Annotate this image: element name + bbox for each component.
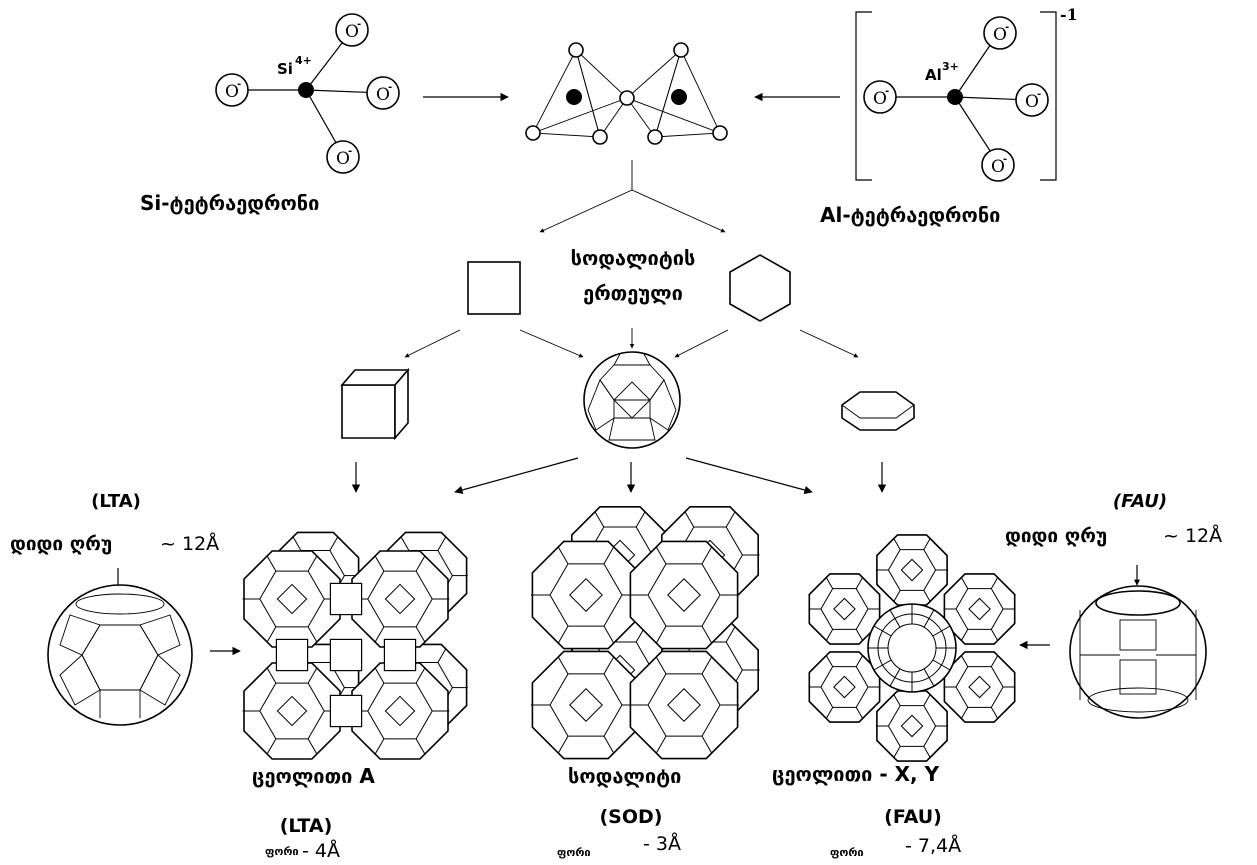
sodalite-cage-unit [875,690,949,762]
connecting-ring [329,582,363,616]
arrow-sodalite-to-fau [685,457,813,495]
framework-name: ცეოლითი - X, Y [772,762,940,786]
oxygen-atom: O - [215,73,249,107]
connecting-ring [329,694,363,728]
framework-name: სოდალიტი [568,764,681,788]
sodalite-cage-unit [628,650,740,760]
arrow-to-cube [404,329,461,358]
oxygen-atom: O - [983,16,1017,50]
al-tetrahedron-label: Al-ტეტრაედრონი [820,203,1000,227]
sodalite-cage-unit [350,550,450,648]
fau-framework [808,534,1016,762]
linked-tetrahedra-pair [525,42,728,145]
framework-code: (FAU) [884,806,942,828]
pore-size: - 4Å [302,839,340,862]
si-ion-symbol: Si [277,60,293,78]
framework-label-lta: ცეოლითი A (LTA) ფორი - 4Å [252,764,375,862]
oxygen-atom: O - [366,76,400,110]
framework-label-fau: ცეოლითი - X, Y (FAU) ფორი - 7,4Å [772,762,961,859]
left-cage-cavity-size: ~ 12Å [160,532,219,555]
si-tetrahedron-label: Si-ტეტრაედრონი [140,191,319,215]
oxygen-atom: O - [1015,83,1049,117]
oxygen-atom: O - [335,13,369,47]
arrow-to-sodalite-cage [674,329,729,358]
connecting-ring [329,638,363,672]
svg-text:O: O [336,149,350,169]
framework-code: (SOD) [600,806,663,828]
sodalite-cage-unit [530,650,642,760]
lta-framework [242,531,468,760]
pore-label: ფორი [265,845,299,858]
al-ion-charge: 3+ [942,60,959,73]
al-ion-symbol: Al [925,66,942,84]
svg-text:-: - [237,79,241,90]
al-bracket-charge: -1 [1060,5,1078,24]
arrow-to-hexagonal-prism [799,329,859,358]
double-four-ring-cube [340,367,410,441]
svg-text:-: - [1003,154,1007,165]
svg-text:O: O [1025,92,1039,112]
si-atom [298,82,314,98]
si-ion-charge: 4+ [295,54,312,67]
right-cage-cavity-label: დიდი ღრუ [1005,525,1107,547]
pore-label: ფორი [830,846,864,859]
svg-text:-: - [885,86,889,97]
lta-alpha-cage [47,584,193,726]
svg-text:O: O [993,25,1007,45]
sodalite-cage-unit [808,573,881,645]
pore-size: - 3Å [643,832,681,855]
sodalite-cage-unit [242,662,342,760]
sodalite-unit-label-line1: სოდალიტის [571,246,696,270]
left-cage-cavity-label: დიდი ღრუ [10,533,112,555]
double-six-ring-prism [841,391,915,431]
framework-name: ცეოლითი A [252,764,375,788]
fau-supercage [1069,585,1207,719]
svg-text:-: - [1005,22,1009,33]
sodalite-cage-unit [350,662,450,760]
svg-text:-: - [1037,89,1041,100]
svg-text:O: O [345,22,359,42]
pore-size: - 7,4Å [905,834,961,857]
oxygen-atom: O - [326,140,360,174]
arrow-to-hexagon-unit [631,189,726,233]
sodalite-cage-unit [943,573,1016,645]
sodalite-unit-label-line2: ერთეული [583,281,683,305]
hexagon-unit [729,254,791,322]
sodalite-cage-unit [628,540,740,650]
sodalite-cage [583,351,681,449]
connecting-ring [383,638,417,672]
arrow-sodalite-to-lta [454,457,579,495]
svg-text:-: - [348,146,352,157]
svg-text:O: O [225,82,239,102]
al-tetrahedron: -1 Al 3+ O - O - O - O - Al-ტეტრაედრონი [820,5,1078,227]
right-cage-cavity-size: ~ 12Å [1163,524,1222,547]
arrow-to-square-unit [539,189,633,233]
svg-text:-: - [388,82,392,93]
oxygen-atom: O - [981,148,1015,182]
framework-label-sod: სოდალიტი (SOD) ფორი - 3Å [557,764,681,859]
framework-code: (LTA) [280,815,333,837]
pore-label: ფორი [557,846,591,859]
svg-text:O: O [991,157,1005,177]
oxygen-atom: O - [863,80,897,114]
svg-text:-: - [357,19,361,30]
sod-framework [530,505,760,760]
svg-text:O: O [376,85,390,105]
right-cage-code: (FAU) [1113,491,1167,512]
al-atom [947,89,963,105]
sodalite-cage-unit [875,534,949,606]
connecting-ring [275,638,309,672]
square-unit [467,261,521,315]
left-cage-code: (LTA) [91,491,141,512]
svg-text:O: O [873,89,887,109]
sodalite-cage-unit [530,540,642,650]
arrow-to-sodalite-cage [519,329,584,358]
sodalite-cage-unit [242,550,342,648]
si-tetrahedron: Si 4+ O - O - O - O - Si-ტეტრაედრონი [140,13,400,215]
sodalite-cage-unit [943,651,1016,723]
